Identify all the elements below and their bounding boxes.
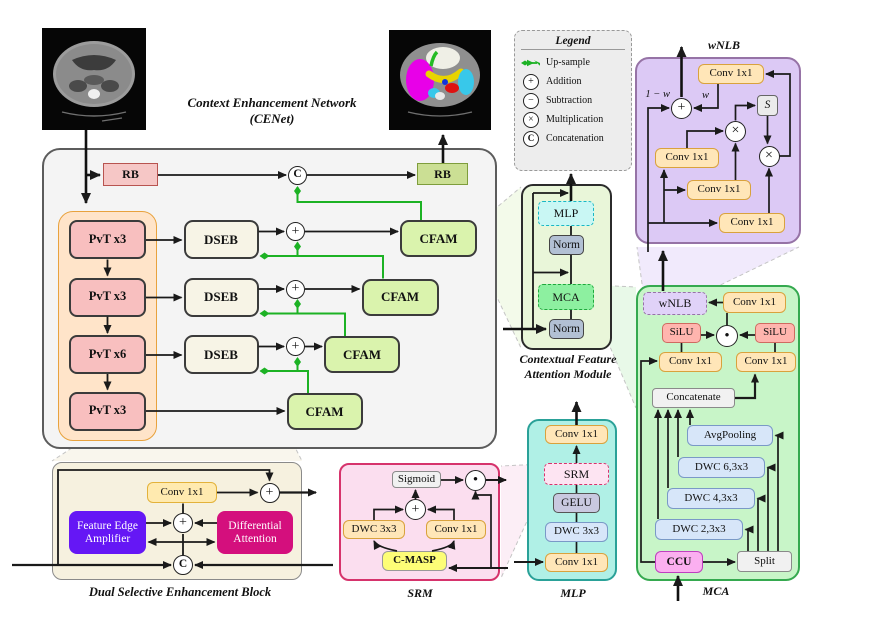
srm-cmasp-block: C-MASP	[382, 551, 447, 571]
mlp-srm-block: SRM	[544, 463, 609, 485]
mca-conv-left: Conv 1x1	[659, 352, 722, 372]
mca-silu-right: SiLU	[755, 323, 795, 343]
cfam-norm-top: Norm	[549, 235, 584, 255]
mlp-conv-bottom: Conv 1x1	[545, 553, 608, 572]
cfam-mlp-block: MLP	[538, 201, 594, 226]
addition-node-1: +	[286, 222, 305, 241]
dseb-conv-block: Conv 1x1	[147, 482, 217, 503]
wnlb-module-label: wNLB	[707, 38, 740, 52]
wnlb-softmax-box: S	[757, 95, 778, 116]
pvt-stage-4: PvT x3	[69, 391, 146, 431]
page-title: Context Enhancement Network (CENet)	[163, 95, 381, 126]
cfam-module-label: Contextual Feature Attention Module	[519, 352, 617, 381]
srm-sigmoid-block: Sigmoid	[392, 471, 441, 488]
mca-silu-left: SiLU	[662, 323, 701, 343]
cfam-block-4: CFAM	[286, 393, 363, 430]
legend-label: Concatenation	[546, 133, 604, 144]
mlp-module-label: MLP	[560, 586, 586, 600]
dseb-module-label: Dual Selective Enhancement Block	[88, 585, 272, 599]
mca-concatenate-block: Concatenate	[652, 388, 735, 408]
wnlb-conv-mid-center: Conv 1x1	[687, 180, 751, 200]
srm-module-label: SRM	[407, 586, 433, 600]
rb-block-input: RB	[103, 163, 158, 186]
cfam-block-3: CFAM	[324, 336, 400, 373]
wnlb-conv-bottom: Conv 1x1	[719, 213, 785, 233]
wnlb-conv-mid-left: Conv 1x1	[655, 148, 719, 168]
mlp-gelu-block: GELU	[553, 493, 600, 513]
rb-block-output: RB	[417, 163, 468, 185]
w-label: w	[702, 90, 710, 101]
legend-label: Up-sample	[546, 57, 590, 68]
addition-icon: +	[523, 73, 539, 90]
wnlb-conv-top: Conv 1x1	[698, 64, 764, 84]
mca-dot-product-node: •	[716, 325, 738, 347]
mca-wnlb-block: wNLB	[643, 292, 707, 315]
legend-label: Subtraction	[546, 95, 593, 106]
srm-addition-node: +	[405, 499, 426, 520]
mca-dwc2-block: DWC 2,3x3	[655, 519, 743, 540]
legend-label: Multiplication	[546, 114, 604, 125]
cfam-block-1: CFAM	[400, 220, 477, 257]
cfam-norm-bottom: Norm	[549, 319, 584, 339]
page-title-line1: Context Enhancement Network	[187, 95, 357, 110]
srm-dwc-block: DWC 3x3	[343, 520, 405, 539]
up-sample-arrow-icon	[521, 59, 541, 67]
legend-label: Addition	[546, 76, 582, 87]
pvt-stage-3: PvT x6	[69, 335, 146, 374]
dseb-feature-edge-amplifier: Feature Edge Amplifier	[69, 511, 146, 554]
mca-conv-right: Conv 1x1	[736, 352, 796, 372]
concatenation-node: C	[288, 165, 307, 185]
legend-title: Legend	[521, 35, 625, 50]
legend-item-addition: + Addition	[521, 72, 625, 91]
dseb-block-3: DSEB	[183, 335, 259, 374]
mca-split-block: Split	[737, 551, 792, 572]
wnlb-addition-node: +	[671, 97, 692, 119]
mca-module-label: MCA	[702, 584, 730, 598]
subtraction-icon: −	[523, 92, 539, 109]
addition-node-2: +	[286, 279, 305, 299]
srm-conv-block: Conv 1x1	[426, 520, 486, 539]
legend-item-upsample: Up-sample	[521, 53, 625, 72]
page-title-line2: (CENet)	[249, 110, 295, 126]
dseb-addition-node-top: +	[259, 482, 280, 503]
input-ct-image	[42, 28, 146, 130]
concatenation-icon: C	[523, 130, 539, 147]
one-minus-w-label: 1 − w	[645, 89, 670, 100]
mca-conv-top: Conv 1x1	[723, 292, 786, 313]
srm-dot-product-node: •	[465, 470, 486, 491]
legend: Legend Up-sample + Addition − Subtractio…	[514, 30, 632, 171]
dseb-differential-attention: Differential Attention	[217, 511, 293, 554]
mca-dwc6-block: DWC 6,3x3	[678, 457, 765, 478]
legend-item-subtraction: − Subtraction	[521, 91, 625, 110]
dseb-concatenation-node: C	[173, 555, 193, 575]
legend-item-multiplication: × Multiplication	[521, 110, 625, 129]
dseb-addition-node-mid: +	[173, 513, 193, 533]
pvt-stage-2: PvT x3	[69, 277, 146, 317]
wnlb-multiplication-node-2: ×	[758, 145, 780, 167]
mca-dwc4-block: DWC 4,3x3	[667, 488, 755, 509]
mca-ccu-block: CCU	[655, 551, 703, 573]
wnlb-multiplication-node-1: ×	[725, 120, 746, 142]
cfam-mca-block: MCA	[538, 284, 594, 310]
multiplication-icon: ×	[523, 111, 539, 128]
cfam-block-2: CFAM	[361, 278, 439, 316]
addition-node-3: +	[286, 337, 305, 356]
pvt-stage-1: PvT x3	[69, 220, 146, 259]
mca-avgpooling-block: AvgPooling	[687, 425, 773, 446]
dseb-block-1: DSEB	[183, 220, 259, 259]
legend-item-concatenation: C Concatenation	[521, 129, 625, 148]
output-segmentation-image	[389, 30, 491, 130]
mlp-dwc-block: DWC 3x3	[545, 522, 608, 542]
mlp-conv-top: Conv 1x1	[545, 425, 608, 444]
dseb-block-2: DSEB	[183, 277, 259, 317]
